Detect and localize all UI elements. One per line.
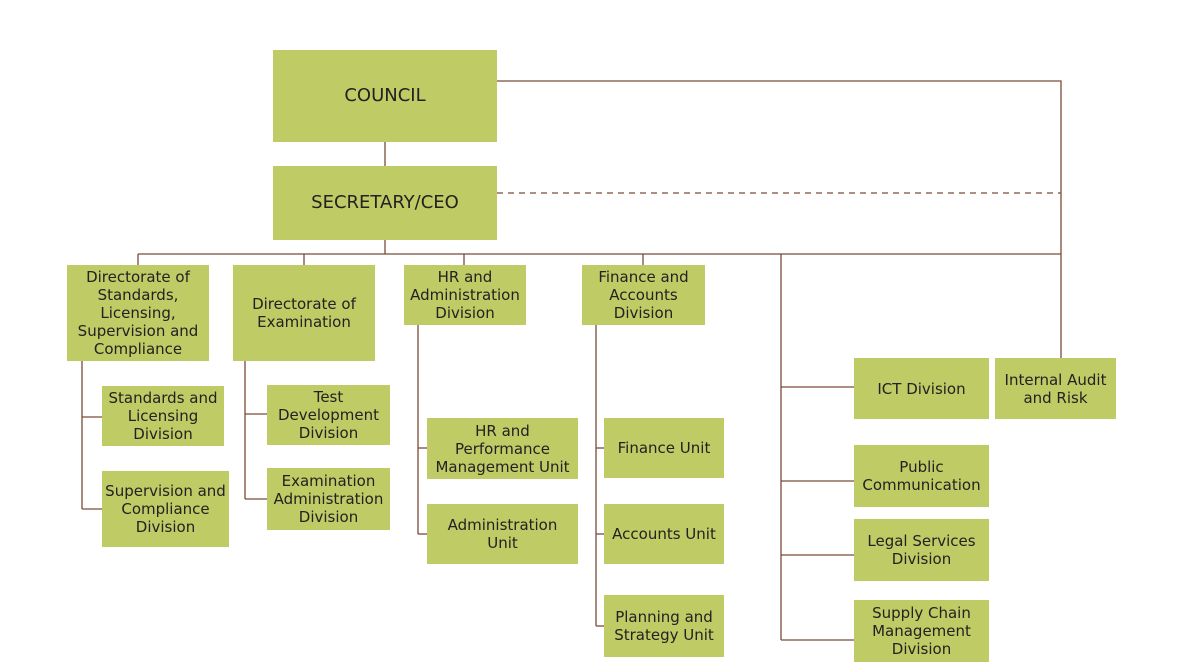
administration-unit-box: Administration Unit	[427, 504, 578, 564]
council-box: COUNCIL	[273, 50, 497, 142]
ceo-box: SECRETARY/CEO	[273, 166, 497, 240]
standards-licensing-division-box: Standards and Licensing Division	[102, 386, 224, 446]
finance-unit-box: Finance Unit	[604, 418, 724, 478]
internal-audit-box: Internal Audit and Risk	[995, 358, 1116, 419]
planning-strategy-unit-box: Planning and Strategy Unit	[604, 595, 724, 657]
supervision-compliance-division-box: Supervision and Compliance Division	[102, 471, 229, 547]
ict-division-box: ICT Division	[854, 358, 989, 419]
standards-directorate-box: Directorate of Standards, Licensing, Sup…	[67, 265, 209, 361]
supply-chain-division-box: Supply Chain Management Division	[854, 600, 989, 662]
finance-accounts-division-box: Finance and Accounts Division	[582, 265, 705, 325]
examination-administration-division-box: Examination Administration Division	[267, 468, 390, 530]
public-communication-box: Public Communication	[854, 445, 989, 507]
connector-council-audit	[497, 80, 1062, 358]
legal-services-division-box: Legal Services Division	[854, 519, 989, 581]
test-development-division-box: Test Development Division	[267, 385, 390, 445]
hr-administration-division-box: HR and Administration Division	[404, 265, 526, 325]
examination-directorate-box: Directorate of Examination	[233, 265, 375, 361]
accounts-unit-box: Accounts Unit	[604, 504, 724, 564]
hr-performance-unit-box: HR and Performance Management Unit	[427, 418, 578, 479]
